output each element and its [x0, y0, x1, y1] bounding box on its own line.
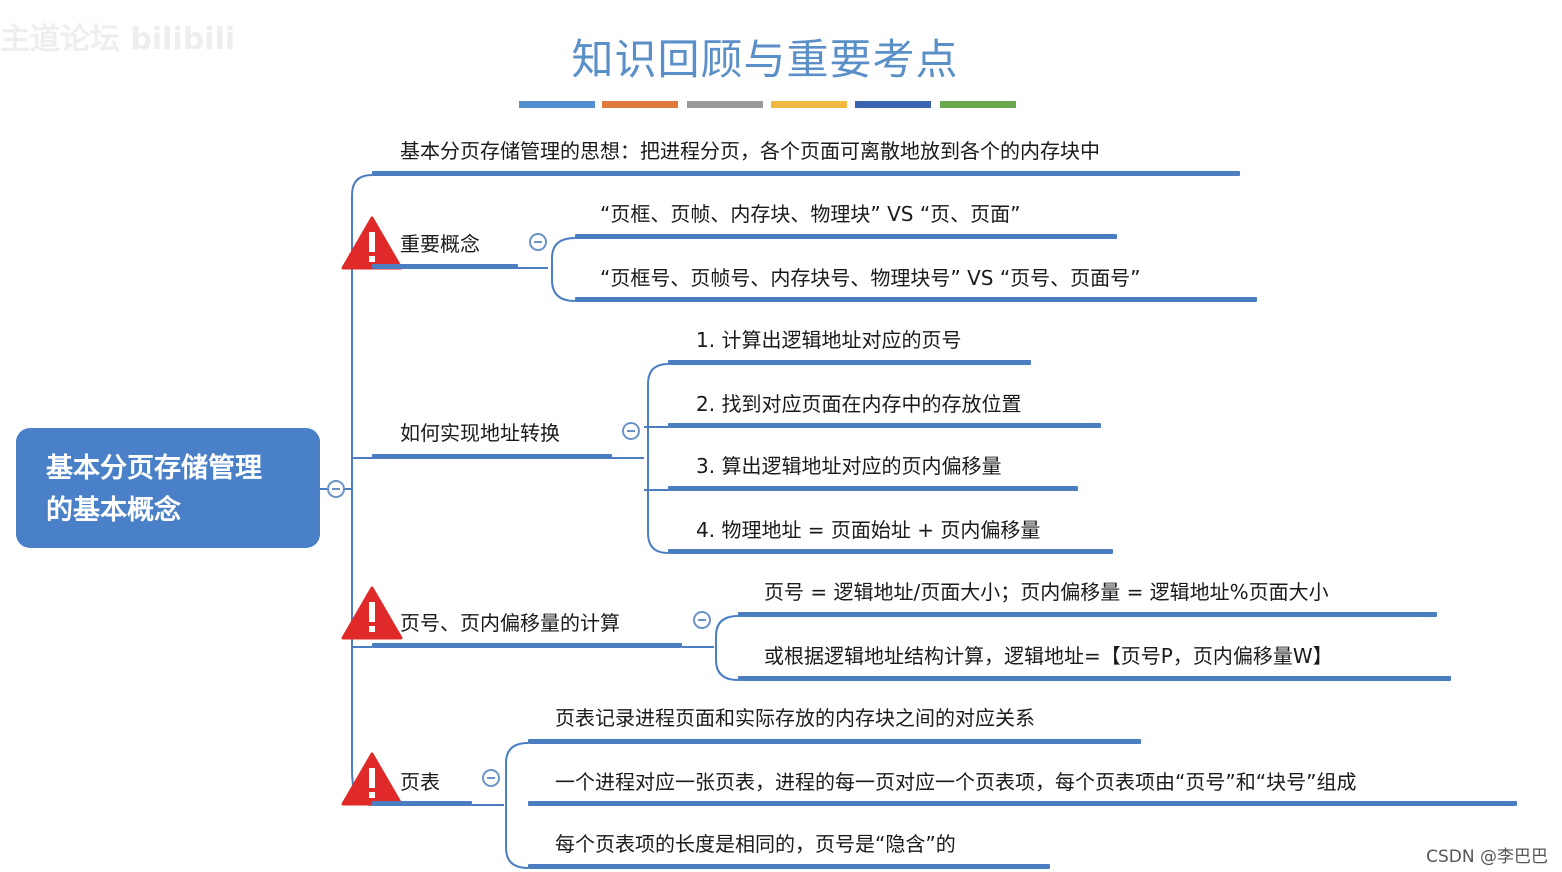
root-line-2: 的基本概念	[46, 495, 181, 526]
underline	[738, 676, 1451, 681]
underline	[372, 801, 472, 806]
color-bar	[771, 101, 847, 108]
branch-important-concepts[interactable]: 重要概念	[400, 232, 480, 256]
root-line-1: 基本分页存储管理	[46, 453, 262, 484]
step-item[interactable]: 1. 计算出逻辑地址对应的页号	[696, 328, 962, 352]
color-bar	[602, 101, 678, 108]
concept-item[interactable]: “页框号、页帧号、内存块号、物理块号” VS “页号、页面号”	[600, 266, 1141, 290]
step-item[interactable]: 3. 算出逻辑地址对应的页内偏移量	[696, 454, 1002, 478]
root-node[interactable]: 基本分页存储管理 的基本概念	[16, 428, 320, 548]
collapse-button[interactable]	[622, 422, 640, 440]
underline	[372, 643, 682, 648]
underline	[528, 739, 1141, 744]
page-table-item[interactable]: 页表记录进程页面和实际存放的内存块之间的对应关系	[555, 706, 1035, 730]
underline	[372, 171, 1240, 176]
color-bar	[855, 101, 931, 108]
underline	[372, 454, 612, 459]
underline	[528, 801, 1517, 806]
concept-item[interactable]: “页框、页帧、内存块、物理块” VS “页、页面”	[600, 202, 1021, 226]
underline	[575, 234, 1117, 239]
underline	[372, 264, 518, 269]
collapse-button[interactable]	[482, 769, 500, 787]
warning-icon	[341, 216, 403, 270]
underline	[528, 864, 1050, 869]
warning-icon	[341, 752, 403, 806]
warning-icon	[341, 586, 403, 640]
bilibili-watermark: 主道论坛 bilibili	[0, 22, 236, 57]
branch-page-offset-calc[interactable]: 页号、页内偏移量的计算	[400, 611, 620, 635]
underline	[668, 486, 1078, 491]
collapse-button[interactable]	[529, 233, 547, 251]
color-bar	[940, 101, 1016, 108]
page-title: 知识回顾与重要考点	[571, 35, 959, 84]
underline	[738, 612, 1437, 617]
branch-paging-idea[interactable]: 基本分页存储管理的思想：把进程分页，各个页面可离散地放到各个的内存块中	[400, 139, 1100, 163]
branch-page-table[interactable]: 页表	[400, 770, 440, 794]
step-item[interactable]: 4. 物理地址 = 页面始址 + 页内偏移量	[696, 518, 1041, 542]
underline	[668, 360, 1031, 365]
color-bar	[687, 101, 763, 108]
collapse-button[interactable]	[693, 611, 711, 629]
page-table-item[interactable]: 一个进程对应一张页表，进程的每一页对应一个页表项，每个页表项由“页号”和“块号”…	[555, 770, 1357, 794]
csdn-credit: CSDN @李巴巴	[1426, 847, 1548, 867]
underline	[668, 423, 1101, 428]
underline	[575, 297, 1257, 302]
branch-address-translation[interactable]: 如何实现地址转换	[400, 421, 560, 445]
collapse-root-button[interactable]	[327, 480, 345, 498]
color-bar	[519, 101, 595, 108]
calc-item[interactable]: 或根据逻辑地址结构计算，逻辑地址=【页号P，页内偏移量W】	[764, 644, 1333, 668]
step-item[interactable]: 2. 找到对应页面在内存中的存放位置	[696, 392, 1022, 416]
calc-item[interactable]: 页号 = 逻辑地址/页面大小；页内偏移量 = 逻辑地址%页面大小	[764, 580, 1329, 604]
page-table-item[interactable]: 每个页表项的长度是相同的，页号是“隐含”的	[555, 832, 956, 856]
underline	[668, 549, 1113, 554]
